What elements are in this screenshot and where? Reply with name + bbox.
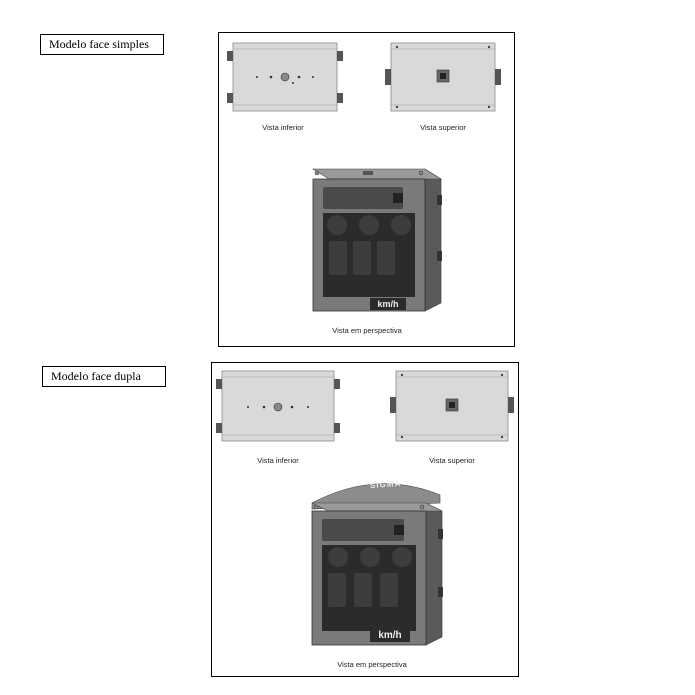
bottom-view-drawing-double: [216, 370, 340, 442]
caption-perspective-view: Vista em perspectiva: [332, 326, 402, 335]
top-view-drawing-double: [390, 370, 514, 442]
display-unit-label-double: km/h: [370, 629, 410, 642]
caption-top-view-double: Vista superior: [429, 456, 475, 465]
caption-bottom-view: Vista inferior: [262, 123, 304, 132]
caption-perspective-view-double: Vista em perspectiva: [337, 660, 407, 669]
caption-top-view: Vista superior: [420, 123, 466, 132]
figure-frame-double: Vista inferior Vista superior: [211, 362, 519, 677]
perspective-drawing-double: [311, 483, 443, 646]
model-label-double: Modelo face dupla: [42, 366, 166, 387]
bottom-view-drawing: [227, 42, 343, 112]
model-label-single: Modelo face simples: [40, 34, 164, 55]
caption-bottom-view-double: Vista inferior: [257, 456, 299, 465]
display-unit-label: km/h: [370, 298, 406, 310]
perspective-drawing: [311, 168, 443, 312]
figure-frame-single: Vista inferior Vista superior: [218, 32, 515, 347]
top-view-drawing: [385, 42, 501, 112]
